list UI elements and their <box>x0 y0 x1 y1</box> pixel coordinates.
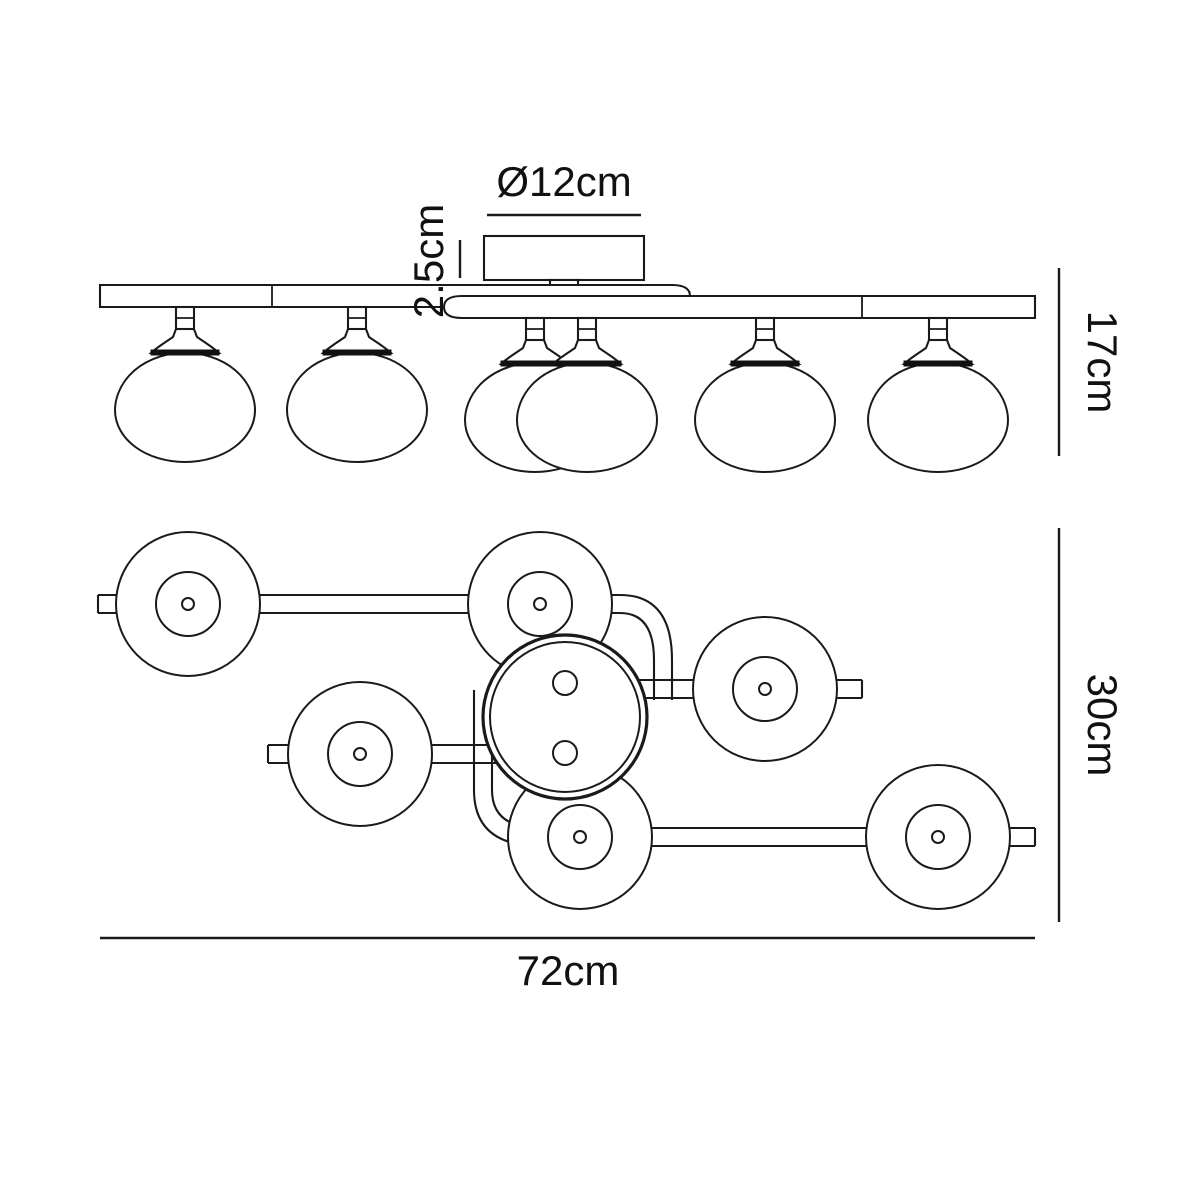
globe-neck-cone <box>728 338 802 366</box>
lower-rod-bar <box>442 294 1037 320</box>
globe-lip <box>903 360 973 367</box>
globe-body <box>113 350 257 464</box>
plan-rod-a-edge-top <box>98 593 674 700</box>
globe-neck-cone <box>901 338 975 366</box>
shade-plan-4 <box>287 681 433 827</box>
plan-view <box>96 531 1037 910</box>
globe-neck-cone <box>148 327 222 355</box>
lower-rod-elevation <box>442 294 1037 320</box>
globe-neck-cone <box>550 338 624 366</box>
height-dim-label: 17cm <box>1079 311 1126 414</box>
globe-body <box>693 360 837 474</box>
globe-lip <box>150 349 220 356</box>
elevation-view <box>98 234 1037 474</box>
shade-elevation-6 <box>866 316 1010 474</box>
canopy-screw-hole-top <box>552 670 578 696</box>
globe-center-dot <box>353 747 367 761</box>
globe-body <box>866 360 1010 474</box>
globe-neck-cone <box>320 327 394 355</box>
globe-body <box>285 350 429 464</box>
shade-elevation-1 <box>113 305 257 464</box>
shade-elevation-5 <box>693 316 837 474</box>
canopy-inner-ring <box>489 641 641 793</box>
globe-center-dot <box>573 830 587 844</box>
globe-center-dot <box>758 682 772 696</box>
thickness-dim-label: 2.5cm <box>405 204 452 318</box>
globe-center-dot <box>181 597 195 611</box>
canopy-body <box>482 234 646 282</box>
width-dim-label: 72cm <box>517 947 620 994</box>
globe-lip <box>552 360 622 367</box>
globe-center-dot <box>533 597 547 611</box>
diameter-dim-label: Ø12cm <box>496 158 631 205</box>
dimension-annotations: Ø12cm 2.5cm 17cm 30cm 72cm <box>100 158 1126 994</box>
globe-body <box>515 360 659 474</box>
plan-rod-a-edge-bottom <box>98 611 656 700</box>
shade-plan-3 <box>692 616 838 762</box>
canopy-screw-hole-bottom <box>552 740 578 766</box>
shade-plan-6 <box>865 764 1011 910</box>
shade-plan-1 <box>115 531 261 677</box>
globe-center-dot <box>931 830 945 844</box>
globe-lip <box>322 349 392 356</box>
shade-elevation-2 <box>285 305 429 464</box>
shade-elevation-4 <box>515 316 659 474</box>
ceiling-canopy-plan <box>481 633 649 801</box>
depth-dim-label: 30cm <box>1079 674 1126 777</box>
shade-plan-5 <box>507 764 653 910</box>
globe-lip <box>730 360 800 367</box>
